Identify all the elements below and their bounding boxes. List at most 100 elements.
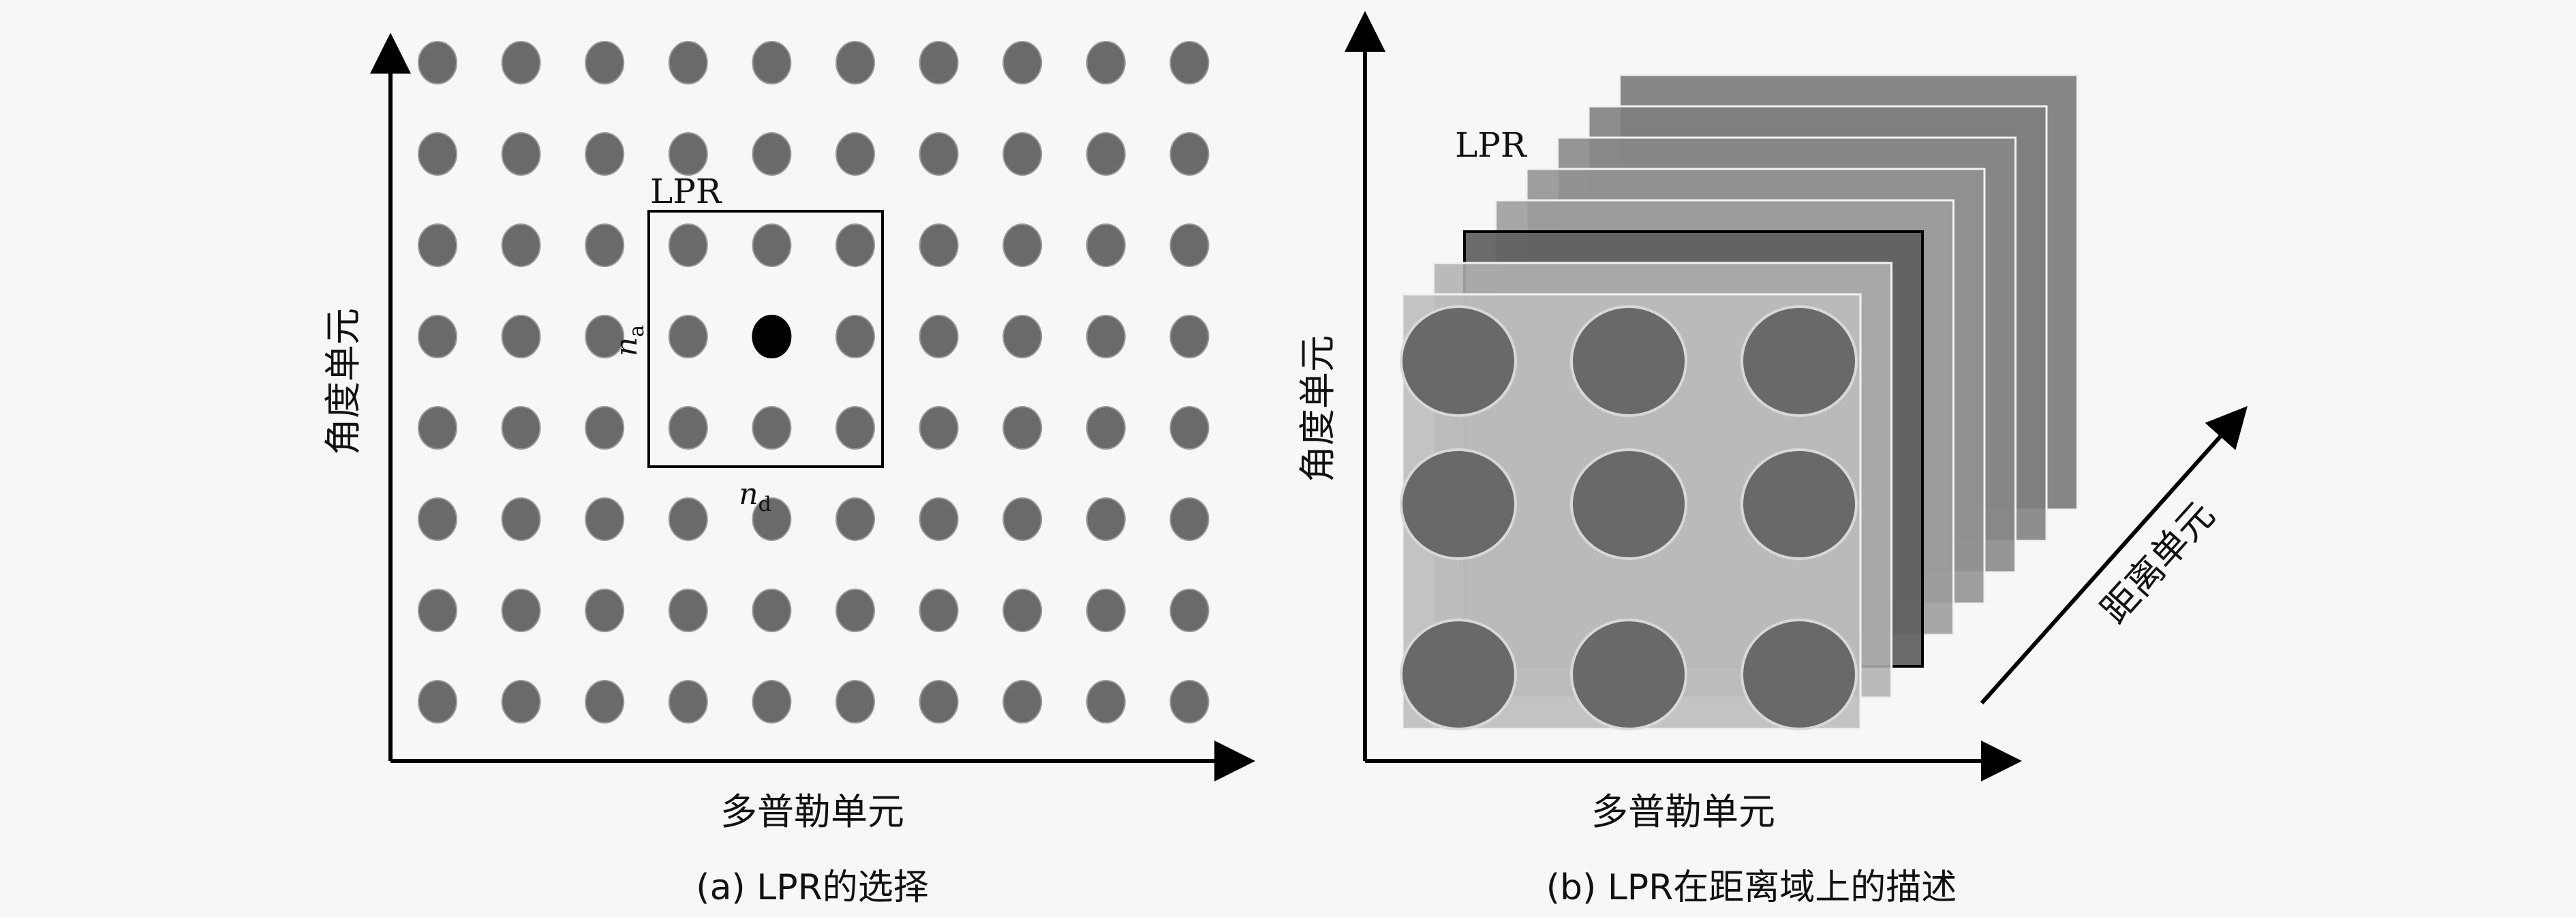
cell-dot bbox=[835, 41, 875, 84]
cell-dot bbox=[668, 132, 708, 176]
front-cell-circle bbox=[1400, 305, 1517, 417]
cell-dot bbox=[1002, 497, 1043, 541]
cell-dot bbox=[1169, 315, 1210, 358]
lpr-label: LPR bbox=[650, 172, 722, 211]
cell-dot bbox=[418, 497, 457, 541]
cell-dot bbox=[501, 680, 541, 724]
cell-dot bbox=[418, 315, 457, 358]
svg-text:na: na bbox=[609, 325, 649, 356]
cell-dot bbox=[1086, 406, 1126, 450]
cell-dot bbox=[668, 406, 708, 450]
cell-dot bbox=[835, 589, 875, 632]
cell-dot bbox=[1002, 315, 1043, 358]
cell-dot bbox=[418, 223, 457, 267]
cell-dot bbox=[835, 315, 875, 358]
cell-dot bbox=[501, 223, 541, 267]
cell-dot bbox=[1002, 589, 1043, 632]
cell-dot bbox=[668, 41, 708, 84]
cell-dot bbox=[1169, 589, 1210, 632]
lpr-label-b: LPR bbox=[1455, 125, 1527, 165]
cell-dot bbox=[501, 315, 541, 358]
cell-dot bbox=[418, 41, 457, 84]
cell-dot bbox=[1086, 589, 1126, 632]
y-axis-label-b: 角度单元 bbox=[1296, 335, 1339, 482]
cell-dot bbox=[585, 41, 625, 84]
lpr-box bbox=[647, 210, 884, 468]
cell-dot bbox=[668, 223, 708, 267]
cell-dot bbox=[1002, 223, 1043, 267]
cell-dot bbox=[501, 132, 541, 176]
cell-dot bbox=[1169, 41, 1210, 84]
cell-dot bbox=[919, 132, 959, 176]
cell-dot bbox=[418, 589, 457, 632]
cell-dot bbox=[919, 497, 959, 541]
cell-dot bbox=[1169, 680, 1210, 724]
cell-dot bbox=[1002, 41, 1043, 84]
x-axis-label-b: 多普勒单元 bbox=[1591, 790, 1775, 833]
cell-dot bbox=[585, 589, 625, 632]
cell-dot bbox=[1086, 41, 1126, 84]
cell-dot bbox=[501, 589, 541, 632]
cell-dot bbox=[1086, 497, 1126, 541]
cell-dot bbox=[1086, 680, 1126, 724]
target-cell-dot bbox=[752, 315, 792, 358]
cell-dot bbox=[835, 223, 875, 267]
cell-dot bbox=[919, 41, 959, 84]
cell-dot bbox=[752, 132, 792, 176]
cell-dot bbox=[501, 406, 541, 450]
cell-dot bbox=[1086, 223, 1126, 267]
cell-dot bbox=[752, 589, 792, 632]
caption-a: (a) LPR的选择 bbox=[696, 867, 928, 908]
x-axis-label: 多普勒单元 bbox=[720, 790, 904, 833]
cell-dot bbox=[919, 315, 959, 358]
cell-dot bbox=[418, 132, 457, 176]
cell-dot bbox=[752, 41, 792, 84]
cell-dot bbox=[835, 132, 875, 176]
layer-stack bbox=[1400, 74, 2079, 730]
front-cell-circle bbox=[1400, 448, 1517, 560]
cell-dot bbox=[418, 680, 457, 724]
cell-dot bbox=[919, 589, 959, 632]
cell-dot bbox=[835, 497, 875, 541]
cell-dot bbox=[835, 680, 875, 724]
cell-dot bbox=[1169, 406, 1210, 450]
depth-axis-label-b: 距离单元 bbox=[2093, 493, 2223, 632]
cell-dot bbox=[585, 132, 625, 176]
cell-dot bbox=[1169, 132, 1210, 176]
cell-dot bbox=[418, 406, 457, 450]
cell-dot bbox=[501, 41, 541, 84]
cell-dot bbox=[585, 223, 625, 267]
cell-dot bbox=[835, 406, 875, 450]
cell-dot bbox=[501, 497, 541, 541]
front-cell-circle bbox=[1570, 305, 1687, 417]
na-label: na bbox=[609, 325, 649, 356]
cell-dot bbox=[752, 680, 792, 724]
cell-dot bbox=[752, 223, 792, 267]
cell-dot bbox=[1169, 497, 1210, 541]
front-cell-circle bbox=[1741, 448, 1858, 560]
cell-dot bbox=[1169, 223, 1210, 267]
y-axis-label: 角度单元 bbox=[322, 308, 365, 455]
svg-text:距离单元: 距离单元 bbox=[2093, 493, 2223, 632]
cell-dot bbox=[919, 223, 959, 267]
cell-dot bbox=[1086, 315, 1126, 358]
cell-dot bbox=[919, 680, 959, 724]
panel-b: LPR 角度单元 多普勒单元 距离单元 (b) LPR在距离域上的描述 bbox=[1296, 11, 2248, 908]
front-cell-circle bbox=[1741, 305, 1858, 417]
panel-a: LPR na nd 角度单元 多普勒单元 (a) LPR的选择 bbox=[322, 33, 1255, 908]
cell-dot bbox=[585, 680, 625, 724]
cell-dot bbox=[1002, 680, 1043, 724]
svg-text:角度单元: 角度单元 bbox=[322, 308, 365, 455]
cell-dot bbox=[1002, 132, 1043, 176]
cell-dot bbox=[752, 406, 792, 450]
cell-dot bbox=[1002, 406, 1043, 450]
cell-dot bbox=[919, 406, 959, 450]
dot-grid bbox=[418, 41, 1210, 724]
front-cell-circle bbox=[1741, 619, 1858, 730]
cell-dot bbox=[668, 497, 708, 541]
caption-b: (b) LPR在距离域上的描述 bbox=[1546, 867, 1957, 908]
cell-dot bbox=[668, 589, 708, 632]
cell-dot bbox=[585, 497, 625, 541]
cell-dot bbox=[585, 406, 625, 450]
